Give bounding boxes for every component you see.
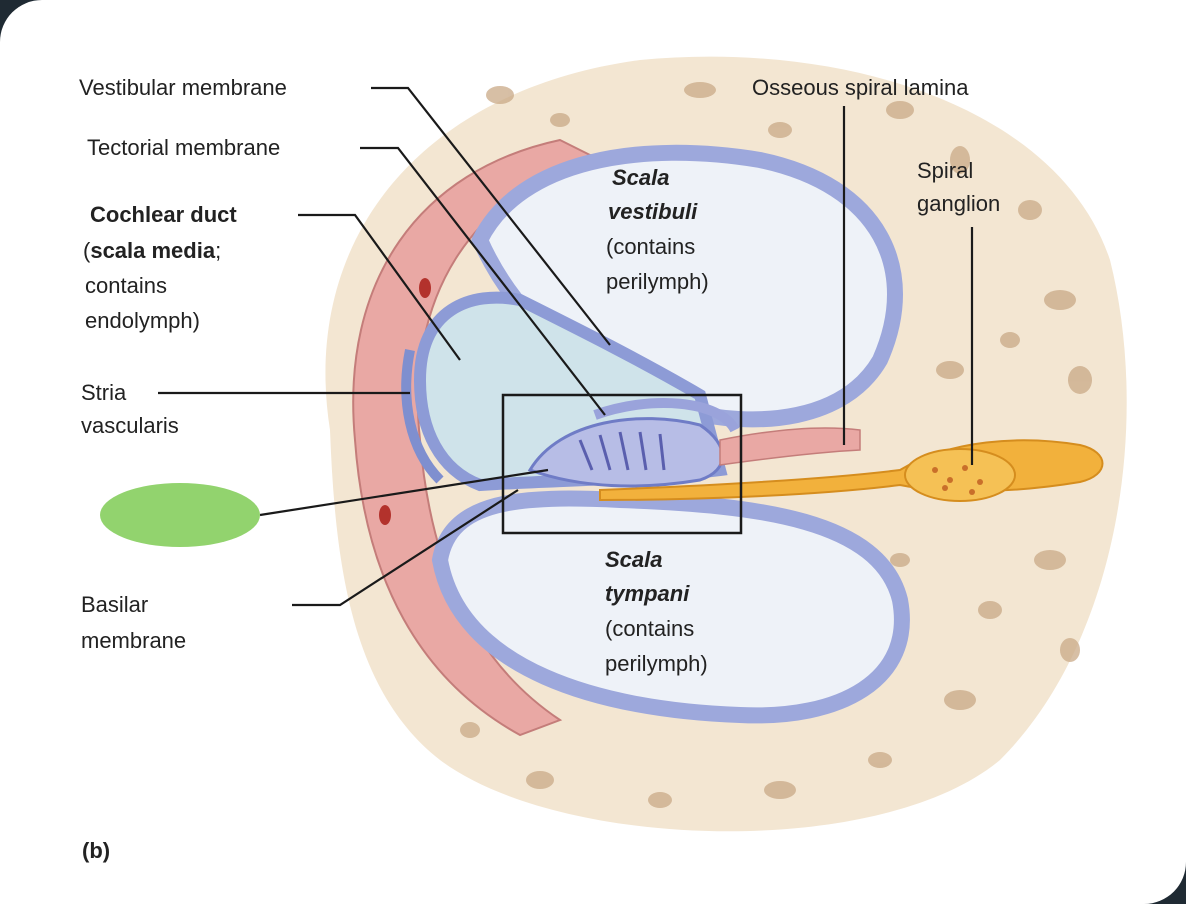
label-cochlear-duct: Cochlear duct [90, 202, 237, 227]
ganglion-cells [932, 465, 983, 495]
label-endolymph: endolymph) [85, 308, 200, 333]
label-scala-vestibuli-4: perilymph) [606, 269, 709, 294]
label-scala-vestibuli-3: (contains [606, 234, 695, 259]
label-scala-media-line: (scala media; [83, 238, 221, 263]
paren-open: ( [83, 238, 91, 263]
label-scala-tympani-1: Scala [605, 547, 663, 572]
label-tectorial-membrane: Tectorial membrane [87, 135, 280, 160]
scala-tympani [431, 490, 910, 724]
label-stria: Stria [81, 380, 127, 405]
panel-label: (b) [82, 838, 110, 863]
blood-vessel-lower [379, 505, 391, 525]
label-osseous-spiral-lamina: Osseous spiral lamina [752, 75, 969, 100]
spiral-ligament [352, 138, 603, 737]
masked-label-oval [100, 483, 260, 547]
label-scala-vestibuli-1: Scala [612, 165, 670, 190]
osseous-spiral-lamina [719, 427, 861, 466]
label-scala-tympani-2: tympani [605, 581, 690, 606]
label-vestibular-membrane: Vestibular membrane [79, 75, 287, 100]
label-vascularis: vascularis [81, 413, 179, 438]
label-scala-vestibuli-2: vestibuli [608, 199, 698, 224]
label-scala-tympani-3: (contains [605, 616, 694, 641]
label-spiral: Spiral [917, 158, 973, 183]
label-membrane: membrane [81, 628, 186, 653]
label-contains: contains [85, 273, 167, 298]
blood-vessel-upper [419, 278, 431, 298]
label-scala-tympani-4: perilymph) [605, 651, 708, 676]
leader-lines [158, 86, 974, 607]
organ-of-corti [527, 398, 740, 488]
stria-vascularis [401, 349, 444, 484]
label-ganglion: ganglion [917, 191, 1000, 216]
detail-box [501, 393, 743, 535]
label-scala-media: scala media [90, 238, 216, 263]
semicolon: ; [215, 238, 221, 263]
label-basilar: Basilar [81, 592, 148, 617]
spiral-ganglion [904, 448, 1016, 502]
